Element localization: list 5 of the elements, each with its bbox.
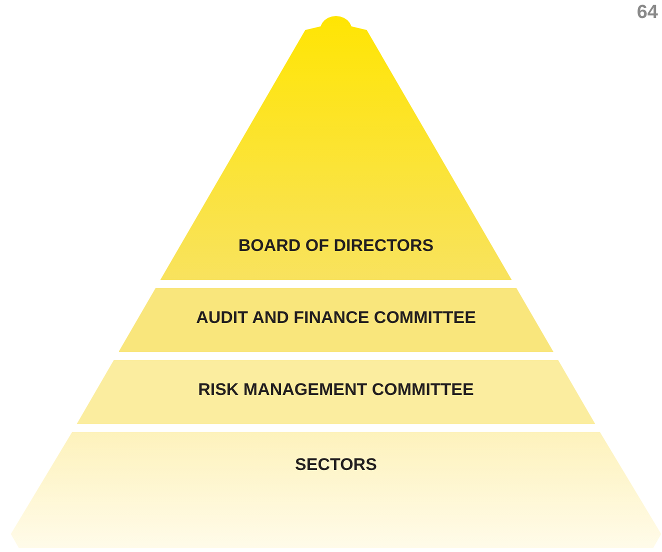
tier-label: BOARD OF DIRECTORS: [237, 236, 435, 256]
tier-label: SECTORS: [294, 455, 378, 475]
tier-label: AUDIT AND FINANCE COMMITTEE: [195, 308, 477, 328]
page-number: 64: [636, 2, 658, 24]
tier-label: RISK MANAGEMENT COMMITTEE: [197, 380, 475, 400]
